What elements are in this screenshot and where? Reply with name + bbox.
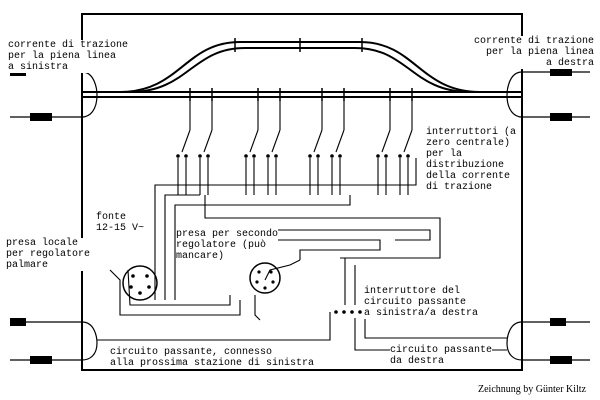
label-source: fonte 12-15 V~ [96,212,145,234]
plug-right-bottom-2 [550,356,572,364]
passing-right-line-2: da destra [390,356,445,367]
passing-switch-line-1: interruttore del [364,286,461,297]
right-feed-loop [506,71,523,118]
bus-5 [220,229,431,241]
socket-wire [264,259,301,281]
switches-line-4: distribuzione [426,160,505,171]
local-socket-line-3: palmare [6,260,49,271]
passing-bus-a [340,245,441,259]
plug-left-bottom-2 [30,356,52,364]
source-wire-2 [127,269,231,306]
passing-left-line-2: alla prossima stazione di sinistra [110,358,315,369]
bus-6 [215,239,381,260]
label-passing-switch: interruttore del circuito passante a sin… [364,286,479,319]
right-feed-line-1: corrente di trazione [473,36,594,47]
label-second-regulator: presa per secondo regolatore (può mancar… [176,229,279,262]
switches-line-1: interruttori (a [426,127,517,138]
right-bottom-loop [506,321,523,361]
right-feed-line-2: per la piena linea [485,47,594,58]
plug-right-bottom-1 [550,318,566,326]
passing-loop-inner [129,47,471,93]
second-socket [249,262,281,294]
switch-group-4 [377,100,413,195]
plug-left-bottom-1 [10,318,26,326]
switches-line-5: della corrente [426,171,511,182]
source-line-1: fonte [96,212,127,223]
label-switches: interruttori (a zero centrale) per la di… [426,127,517,193]
plug-right-mid [550,113,572,121]
label-passing-right: circuito passante da destra [390,345,493,367]
switch-group-3 [309,100,345,195]
second-regulator-line-1: presa per secondo [176,229,279,240]
left-feed-line-3: a sinistra [8,62,69,73]
label-right-feed: corrente di trazione per la piena linea … [473,36,594,69]
left-feed-line-1: corrente di trazione [8,40,129,51]
left-feed-line-2: per la piena linea [8,51,117,62]
second-regulator-line-2: regolatore (può [176,240,267,251]
right-feed-line-3: a destra [545,58,594,69]
plug-left-mid [30,113,52,121]
label-passing-left: circuito passante, connesso alla prossim… [110,347,315,369]
second-regulator-line-3: mancare) [176,251,225,262]
bus-3 [174,195,351,300]
passing-bus-f [364,318,507,339]
local-socket [122,265,158,301]
passing-right-line-1: circuito passante [390,345,493,356]
passing-left-line-1: circuito passante, connesso [110,347,273,358]
bus-4 [204,195,441,245]
switches-line-2: zero centrale) [426,138,511,149]
source-line-2: 12-15 V~ [96,223,145,234]
local-socket-line-2: per regolatore [6,249,91,260]
bus-1 [154,158,417,300]
label-left-feed: corrente di trazione per la piena linea … [8,40,129,73]
local-socket-line-1: presa locale [6,238,79,249]
plug-right-top [550,68,572,76]
switches-line-6: di trazione [426,182,493,193]
passing-switch-line-3: a sinistra/a destra [364,308,479,319]
bus-2 [164,194,200,300]
source-wire-1 [109,269,241,316]
socket2-wire [254,295,261,321]
label-local-socket: presa locale per regolatore palmare [6,238,91,271]
passing-bus-d [97,312,331,341]
passing-switch-line-2: circuito passante [364,297,467,308]
left-feed-loop [81,71,98,118]
panel-frame [81,13,523,371]
switch-group-1 [177,100,213,195]
switch-group-2 [245,100,281,195]
left-bottom-loop [81,321,98,361]
switches-line-3: per la [426,149,463,160]
signature: Zeichnung by Günter Kiltz [478,384,587,395]
